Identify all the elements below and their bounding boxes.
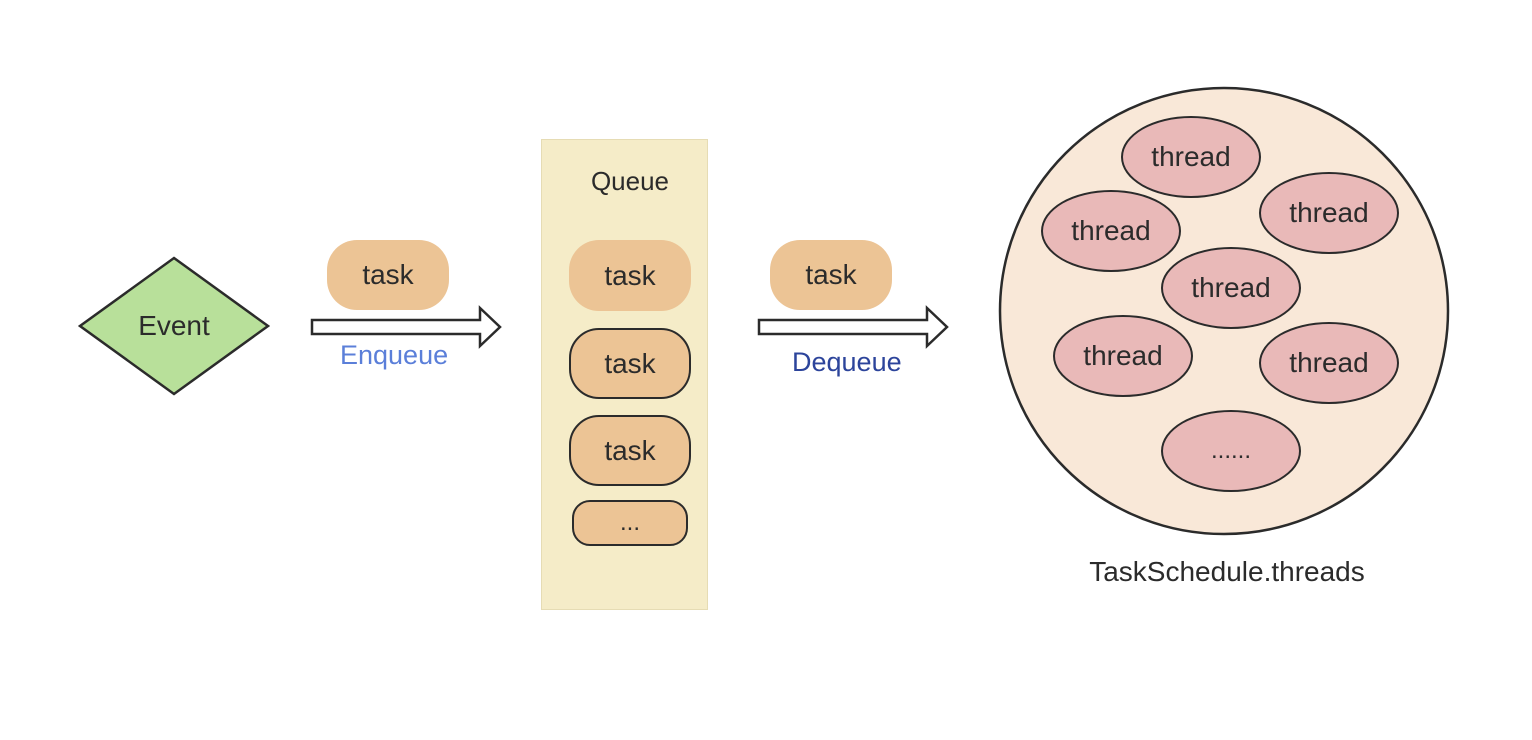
queue-item: task	[569, 240, 691, 311]
thread-node: thread	[1259, 172, 1399, 254]
thread-node: thread	[1121, 116, 1261, 198]
thread-node: thread	[1053, 315, 1193, 397]
enqueue-label: Enqueue	[340, 340, 449, 370]
queue-item: ...	[572, 500, 688, 546]
enqueue-task: task	[327, 240, 449, 310]
thread-node: thread	[1041, 190, 1181, 272]
queue-item: task	[569, 415, 691, 486]
thread-node: thread	[1161, 247, 1301, 329]
event-diamond-shape	[78, 256, 270, 396]
enqueue-arrow	[310, 305, 504, 349]
dequeue-label: Dequeue	[792, 347, 902, 377]
event-label: Event	[138, 310, 210, 341]
queue-item: task	[569, 328, 691, 399]
dequeue-arrow	[757, 305, 951, 349]
thread-node: thread	[1259, 322, 1399, 404]
thread-pool-caption: TaskSchedule.threads	[1089, 556, 1365, 587]
thread-node-more: ......	[1161, 410, 1301, 492]
queue-title: Queue	[590, 166, 670, 196]
event-node: Event	[78, 256, 270, 396]
dequeue-task: task	[770, 240, 892, 310]
